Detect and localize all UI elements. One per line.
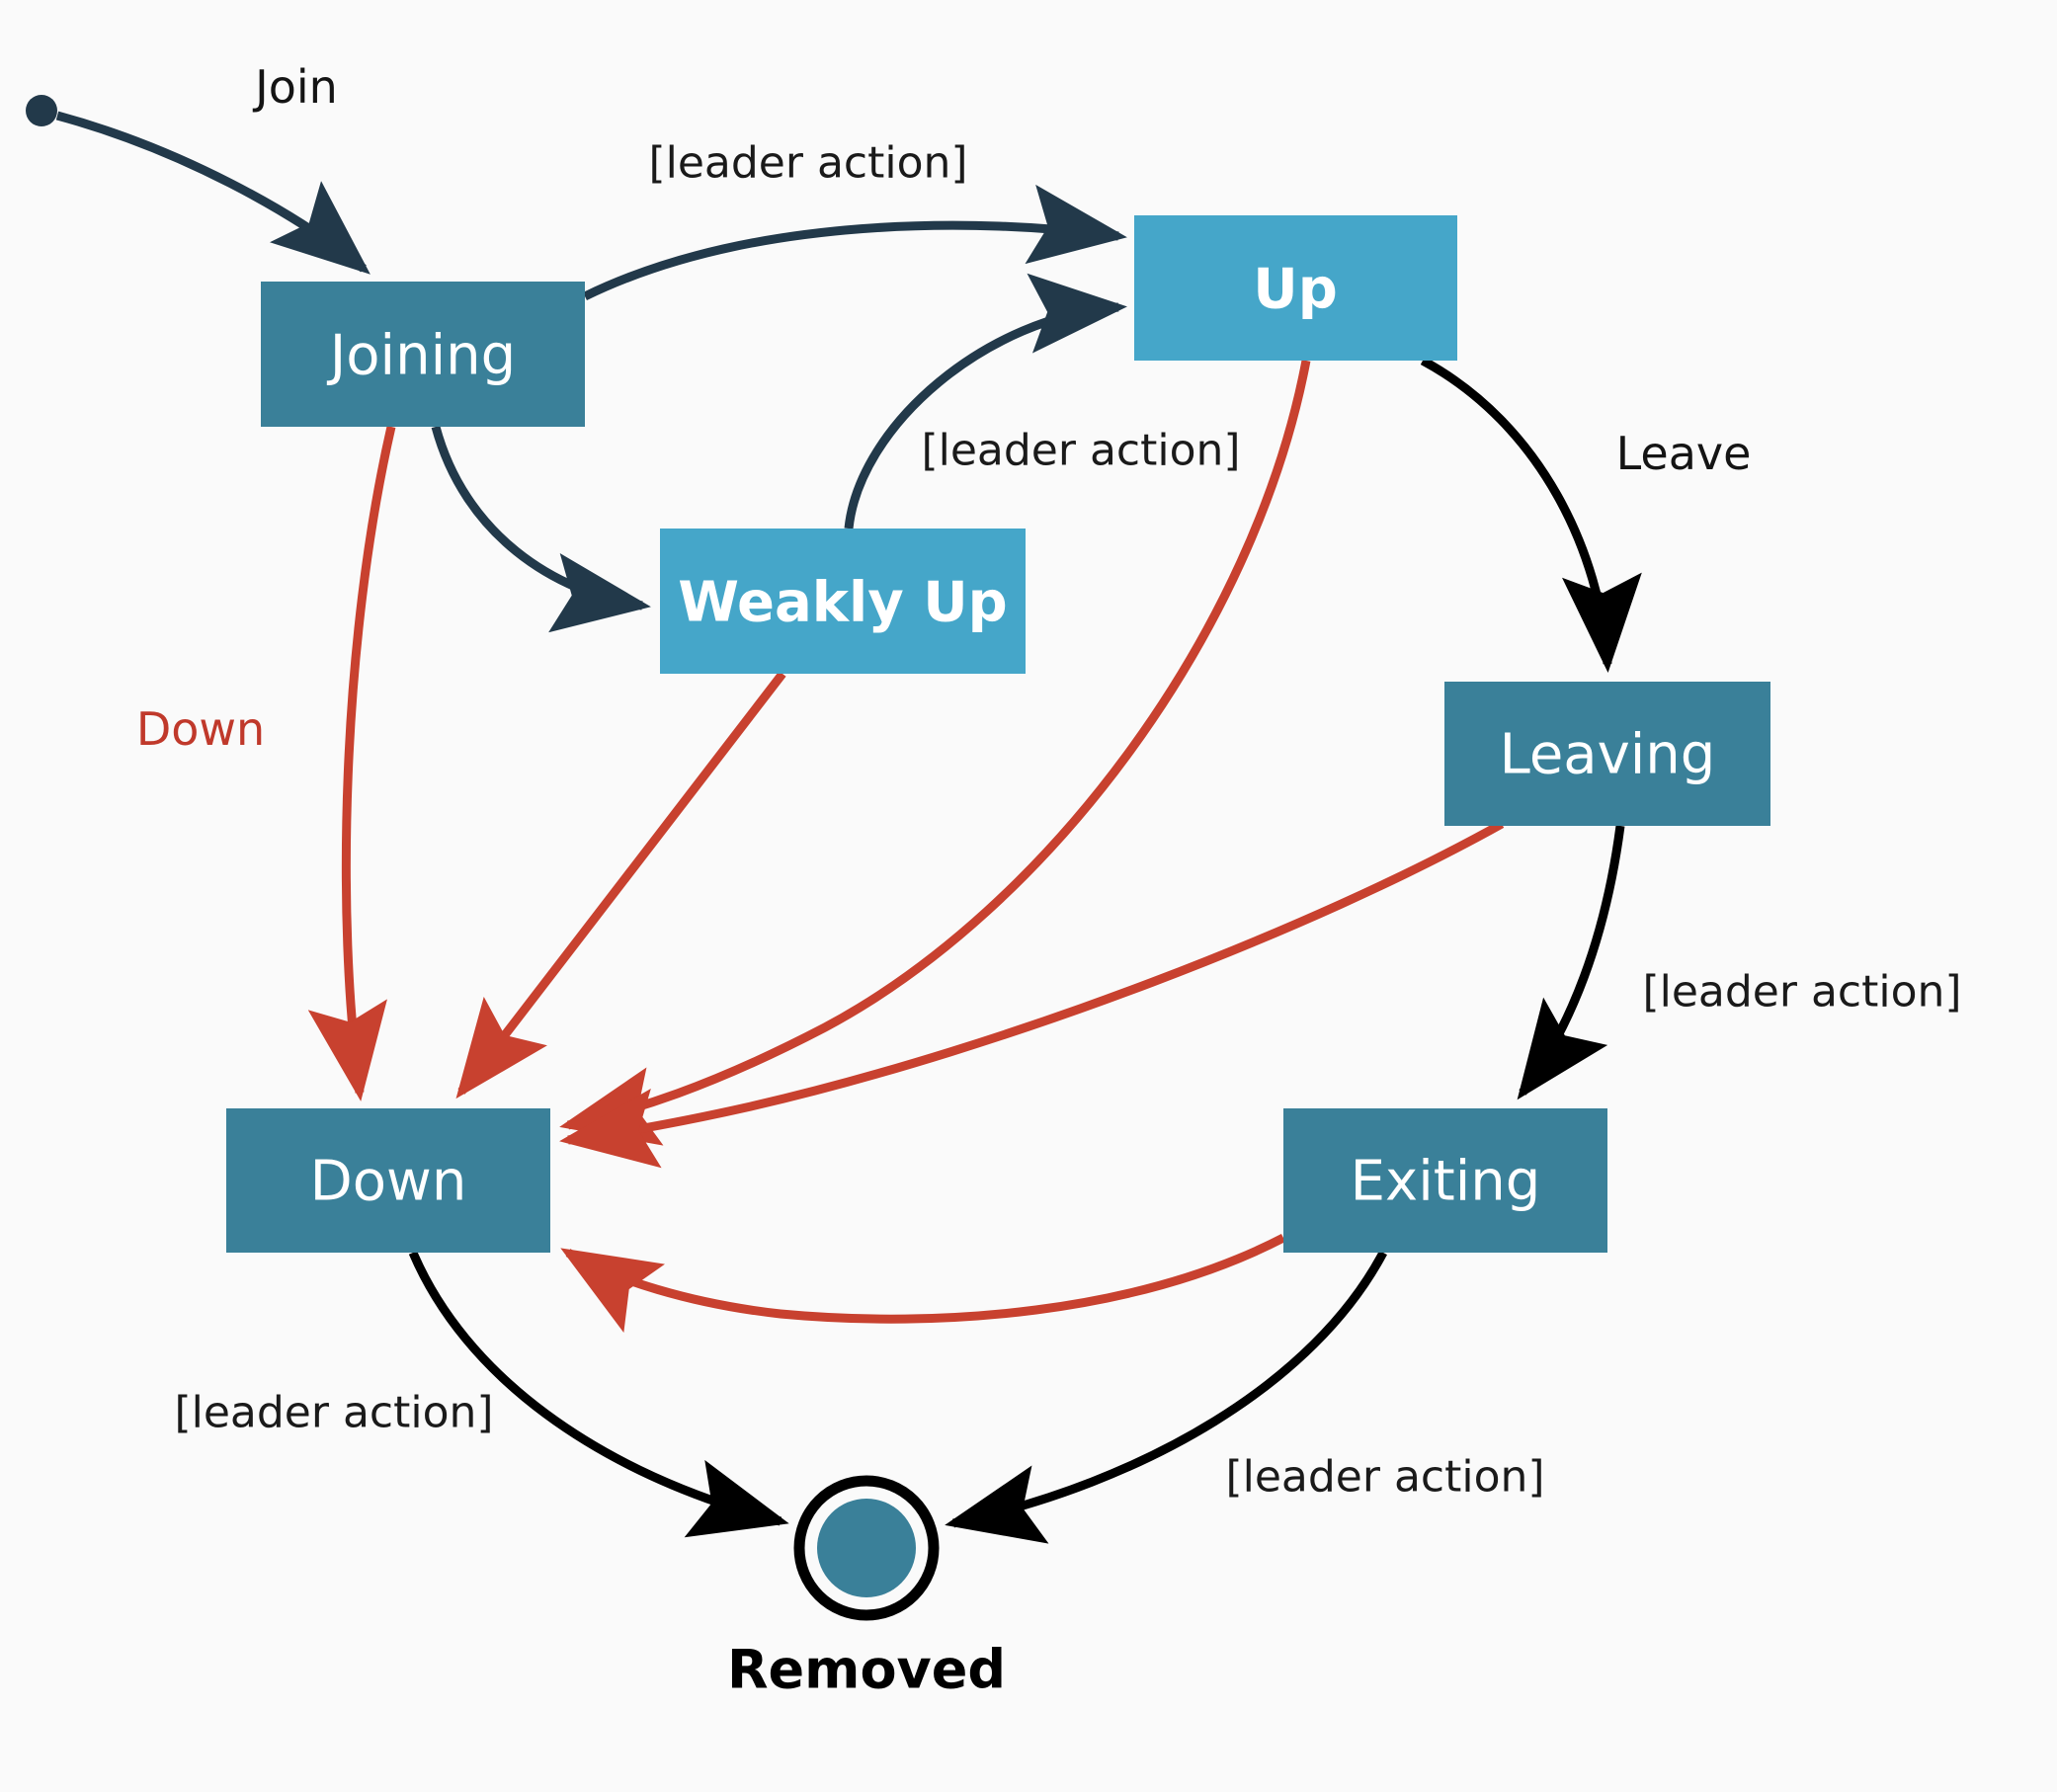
edge-label-leaving-exiting: [leader action]	[1642, 967, 1961, 1018]
final-state-label: Removed	[727, 1639, 1006, 1701]
edge-exiting-down	[560, 1234, 1286, 1334]
state-box-exiting[interactable]	[1283, 1108, 1607, 1253]
edge-weaklyup-down	[455, 671, 786, 1100]
state-box-weakly-up[interactable]	[660, 529, 1026, 674]
edge-label-join: Join	[252, 60, 338, 114]
initial-state-dot	[26, 95, 57, 126]
transition-start-joining	[55, 111, 370, 275]
state-node-up[interactable]: Up	[1134, 215, 1457, 361]
edge-weaklyup-up	[844, 273, 1127, 529]
transition-exiting-removed	[945, 1250, 1387, 1544]
state-node-leaving[interactable]: Leaving	[1444, 682, 1770, 826]
transition-exiting-down	[560, 1234, 1286, 1334]
final-state-removed[interactable]: Removed	[727, 1475, 1006, 1701]
state-label-up: Up	[1253, 258, 1338, 322]
transition-leaving-exiting	[1517, 825, 1625, 1100]
transition-weaklyup-up	[844, 273, 1127, 529]
edge-leaving-down	[559, 820, 1505, 1169]
transition-down-removed	[408, 1251, 789, 1538]
state-label-weakly-up: Weakly Up	[678, 571, 1008, 635]
state-label-down: Down	[310, 1150, 467, 1214]
edge-joining-weaklyup	[431, 425, 651, 633]
edge-joining-down	[307, 425, 396, 1101]
edge-label-down-removed: [leader action]	[174, 1388, 493, 1438]
state-node-exiting[interactable]: Exiting	[1283, 1108, 1607, 1253]
edge-start-joining	[55, 111, 370, 275]
state-label-leaving: Leaving	[1500, 723, 1716, 787]
edge-label-joining-up: [leader action]	[648, 138, 967, 189]
transition-leaving-down	[559, 820, 1505, 1169]
transition-joining-up	[583, 184, 1127, 301]
state-node-weakly-up[interactable]: Weakly Up	[660, 529, 1026, 674]
transition-weaklyup-down	[455, 671, 786, 1100]
edge-label-up-leaving: Leave	[1616, 427, 1752, 480]
state-box-down[interactable]	[226, 1108, 550, 1253]
edge-exiting-removed	[945, 1250, 1387, 1544]
transition-up-down	[559, 360, 1311, 1146]
edge-leaving-exiting	[1517, 825, 1625, 1100]
edge-down-removed	[408, 1251, 789, 1538]
transition-up-leaving	[1420, 357, 1642, 673]
transition-joining-weaklyup	[431, 425, 651, 633]
state-label-exiting: Exiting	[1351, 1150, 1541, 1214]
state-label-joining: Joining	[327, 324, 516, 388]
state-node-down[interactable]: Down	[226, 1108, 550, 1253]
state-node-joining[interactable]: Joining	[261, 282, 585, 427]
transition-joining-down	[307, 425, 396, 1101]
edge-label-weaklyup-up: [leader action]	[921, 426, 1240, 476]
state-box-up[interactable]	[1134, 215, 1457, 361]
state-box-leaving[interactable]	[1444, 682, 1770, 826]
edge-label-joining-down: Down	[136, 702, 265, 756]
edge-up-down	[559, 360, 1311, 1146]
edge-up-leaving	[1420, 357, 1642, 673]
edge-joining-up	[583, 184, 1127, 301]
state-box-joining[interactable]	[261, 282, 585, 427]
final-state-core	[817, 1499, 916, 1597]
edge-label-exiting-removed: [leader action]	[1225, 1452, 1544, 1503]
